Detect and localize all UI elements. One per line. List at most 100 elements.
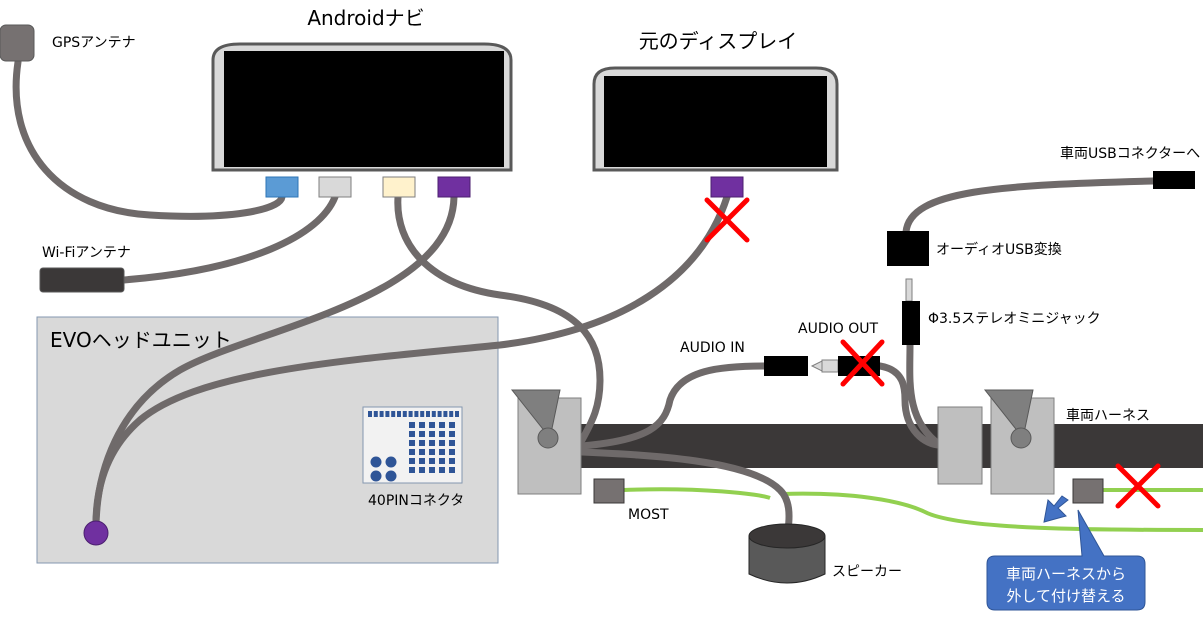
vehicle-harness-bar [520,424,1203,468]
pin [409,431,415,437]
speaker-label: スピーカー [832,564,902,580]
pin [402,411,407,417]
cross-icon [840,339,885,387]
audio-in-label: AUDIO IN [680,340,745,356]
pin-round [370,456,382,468]
cream-port-cable [394,193,604,444]
cross-icon [1115,463,1161,509]
pin [385,411,390,417]
pin [431,411,436,417]
vehicle-usb-connector [1153,171,1195,189]
pin [373,411,378,417]
pin-round [385,456,397,468]
pin [409,449,415,455]
pin [391,411,396,417]
pin [449,431,455,437]
callout-line-2: 外して付け替える [1006,587,1125,605]
pin [409,458,415,464]
pin [419,440,425,446]
speaker [748,523,826,584]
stereo-jack-cable [906,341,944,449]
pin [429,431,435,437]
audio-out-cable [876,362,944,449]
pin [379,411,384,417]
pin [426,411,430,417]
vehicle-harness-label: 車両ハーネス [1066,407,1150,424]
pin [419,458,425,464]
pin [449,467,455,473]
pin [439,431,445,437]
pin [409,440,415,446]
pin [429,422,435,428]
original-display-screen [604,76,827,167]
pin [449,458,455,464]
most-green-lines [623,487,1203,532]
pin [419,431,425,437]
gps-antenna-label: GPSアンテナ [52,35,136,51]
callout-line-1: 車両ハーネスから [1006,565,1126,583]
most-connector-right [1072,478,1104,504]
pin [439,458,445,464]
speaker-cable [578,448,793,534]
pin [439,440,445,446]
evo-head-unit-label: EVOヘッドユニット [50,328,232,352]
pin [429,467,435,473]
gps-antenna [0,24,35,62]
cross-icon [704,197,750,243]
pin [409,467,415,473]
port-cream [382,176,416,198]
pin [443,411,448,417]
audio-in-connector [764,356,808,376]
pin [439,422,445,428]
pin [439,449,445,455]
pin [429,449,435,455]
original-display-title: 元のディスプレイ [639,29,798,53]
pin-round [370,470,382,482]
audio-out-label: AUDIO OUT [798,321,878,337]
pin [368,411,372,417]
stereo-mini-jack [902,278,920,345]
pin [429,440,435,446]
android-nav-title: Androidナビ [307,6,424,30]
pin-connector-40 [362,406,463,484]
harness-bolt-left [537,427,559,449]
pin [429,458,435,464]
harness-bolt-right [1010,427,1032,449]
wifi-antenna [39,267,125,293]
harness-connector-mid [937,406,983,485]
pin [449,422,455,428]
pin [419,467,425,473]
display-cable [92,193,731,537]
down-left-arrow-icon [1043,495,1069,523]
callout-bubble [986,509,1146,611]
port-blue [265,176,299,198]
wifi-antenna-label: Wi-Fiアンテナ [42,245,131,261]
wifi-cable [119,193,339,284]
gps-cable [12,58,286,220]
pin [449,411,454,417]
port-gray [318,176,352,198]
pin [409,422,415,428]
port-purple [437,176,471,198]
pin [419,422,425,428]
vehicle-usb-label: 車両USBコネクターへ [1060,145,1200,162]
pin [408,411,413,417]
display-port-purple [710,176,744,198]
most-connector-left [593,478,625,504]
pin [439,467,445,473]
pin [414,411,419,417]
pin [437,411,442,417]
pin-connector-label: 40PINコネクタ [368,493,464,509]
pin [419,449,425,455]
head-unit-connector-dot [83,520,109,546]
audio-usb-label: オーディオUSB変換 [936,241,1062,258]
audio-usb-converter [887,231,929,266]
pin [449,440,455,446]
pin [420,411,425,417]
stereo-jack-label: Φ3.5ステレオミニジャック [928,311,1101,327]
audio-in-cable [578,362,768,450]
pin [397,411,401,417]
pin-round [385,470,397,482]
pin [455,411,459,417]
